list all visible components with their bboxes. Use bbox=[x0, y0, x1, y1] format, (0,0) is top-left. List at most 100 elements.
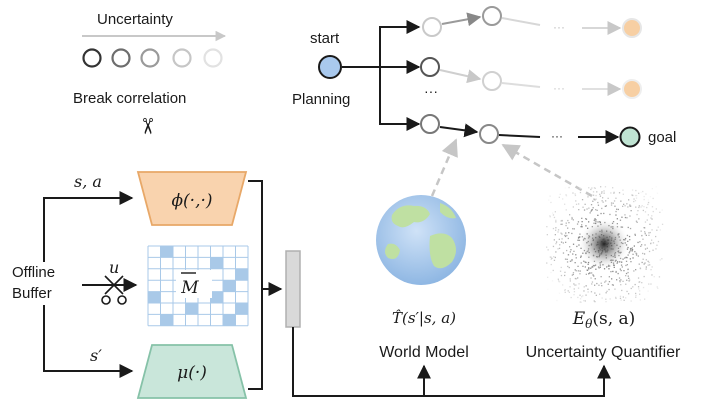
noise-speck bbox=[635, 189, 637, 192]
noise-speck bbox=[625, 260, 628, 262]
noise-speck bbox=[638, 192, 640, 194]
noise-speck bbox=[635, 292, 637, 295]
noise-speck bbox=[644, 221, 647, 223]
noise-speck bbox=[573, 283, 575, 285]
noise-speck bbox=[630, 205, 632, 207]
noise-speck bbox=[604, 186, 607, 188]
noise-speck bbox=[574, 277, 577, 280]
noise-speck bbox=[585, 218, 587, 220]
noise-speck bbox=[573, 250, 575, 252]
noise-speck bbox=[640, 230, 642, 232]
noise-speck bbox=[605, 298, 607, 300]
noise-speck bbox=[644, 244, 646, 246]
scissors-icon bbox=[101, 275, 127, 305]
noise-speck bbox=[580, 301, 582, 303]
mu-encoder-block bbox=[136, 344, 248, 399]
noise-speck bbox=[661, 223, 664, 225]
arrow-to-quantifier bbox=[292, 327, 611, 397]
noise-speck bbox=[589, 194, 591, 196]
noise-speck bbox=[638, 288, 640, 290]
noise-speck bbox=[647, 201, 650, 204]
noise-speck bbox=[626, 290, 628, 293]
noise-speck bbox=[560, 223, 562, 225]
edge-top-1 bbox=[441, 12, 482, 27]
noise-speck bbox=[560, 274, 563, 277]
noise-speck bbox=[659, 211, 661, 213]
noise-speck bbox=[582, 206, 584, 208]
noise-speck bbox=[560, 241, 563, 243]
noise-speck bbox=[600, 276, 602, 278]
noise-speck bbox=[653, 276, 655, 278]
noise-speck bbox=[571, 274, 573, 276]
noise-speck bbox=[599, 193, 601, 195]
noise-speck bbox=[601, 192, 603, 194]
noise-speck bbox=[594, 301, 596, 303]
noise-speck bbox=[620, 269, 622, 272]
legend-circle-1 bbox=[82, 48, 102, 68]
noise-speck bbox=[552, 245, 555, 248]
noise-speck bbox=[616, 208, 618, 210]
noise-speck bbox=[617, 208, 619, 211]
noise-speck bbox=[547, 276, 549, 278]
noise-speck bbox=[632, 286, 634, 288]
noise-speck bbox=[583, 286, 585, 288]
goal-label: goal bbox=[648, 129, 676, 146]
noise-speck bbox=[607, 197, 609, 199]
noise-speck bbox=[591, 283, 593, 285]
noise-speck bbox=[557, 278, 559, 280]
noise-speck bbox=[626, 217, 628, 219]
noise-speck bbox=[640, 206, 642, 208]
noise-speck bbox=[564, 271, 566, 273]
noise-speck bbox=[658, 276, 661, 278]
noise-speck bbox=[580, 256, 582, 258]
noise-speck bbox=[631, 247, 633, 249]
noise-speck bbox=[577, 277, 579, 279]
noise-speck bbox=[642, 286, 645, 289]
uncertainty-legend: Uncertainty Break correlation ✂ bbox=[73, 11, 227, 135]
noise-speck bbox=[599, 293, 601, 295]
tree-node-mid-2 bbox=[482, 71, 502, 91]
noise-speck bbox=[642, 209, 644, 212]
quantifier-formula: Eθ(s, a) bbox=[572, 309, 636, 331]
noise-speck bbox=[619, 280, 621, 282]
noise-speck bbox=[552, 212, 554, 214]
noise-speck bbox=[555, 221, 557, 223]
noise-speck bbox=[569, 246, 571, 248]
noise-speck bbox=[596, 209, 598, 211]
noise-speck bbox=[624, 216, 627, 219]
quantifier-section: Eθ(s, a) Uncertainty Quantifier bbox=[526, 186, 681, 361]
noise-speck bbox=[548, 199, 550, 201]
noise-speck bbox=[555, 229, 557, 231]
noise-speck bbox=[577, 287, 580, 289]
noise-speck bbox=[565, 232, 567, 234]
noise-speck bbox=[600, 186, 602, 188]
noise-speck bbox=[643, 195, 645, 198]
noise-speck bbox=[550, 258, 552, 260]
noise-speck bbox=[659, 229, 661, 231]
noise-speck bbox=[637, 210, 639, 212]
noise-speck bbox=[568, 222, 570, 224]
noise-speck bbox=[627, 226, 629, 229]
noise-speck bbox=[629, 250, 631, 253]
quantifier-label: Uncertainty Quantifier bbox=[526, 344, 681, 361]
noise-speck bbox=[575, 257, 577, 259]
noise-speck bbox=[567, 290, 569, 292]
start-node bbox=[318, 55, 342, 79]
noise-speck bbox=[651, 274, 653, 276]
noise-speck bbox=[630, 210, 632, 212]
noise-speck bbox=[579, 187, 581, 189]
noise-speck bbox=[656, 244, 658, 246]
ellipsis-top: ··· bbox=[553, 20, 565, 34]
noise-speck bbox=[558, 281, 560, 283]
noise-speck bbox=[551, 280, 554, 282]
noise-speck bbox=[584, 203, 586, 205]
noise-speck bbox=[546, 262, 548, 264]
noise-speck bbox=[652, 242, 655, 244]
noise-speck bbox=[593, 198, 595, 200]
phi-encoder-block bbox=[136, 171, 248, 226]
noise-speck bbox=[603, 212, 605, 215]
noise-speck bbox=[595, 268, 597, 270]
noise-speck bbox=[629, 204, 631, 206]
world-model-formula: T̂(s′|s, a) bbox=[392, 309, 456, 327]
noise-speck bbox=[576, 245, 578, 248]
